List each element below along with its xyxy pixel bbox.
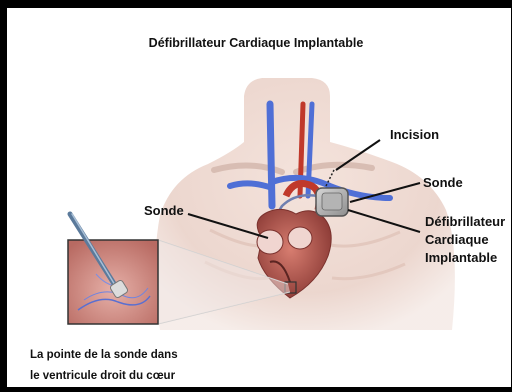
- label-sonde-left: Sonde: [144, 203, 184, 219]
- label-defibrillator-line1: Défibrillateur: [425, 213, 505, 231]
- caption-line2: le ventricule droit du cœur: [30, 366, 178, 387]
- label-defibrillator-line2: Cardiaque: [425, 231, 505, 249]
- inset-caption: La pointe de la sonde dans le ventricule…: [30, 345, 178, 387]
- defibrillator-device: [316, 188, 348, 216]
- inset-zoom: [68, 214, 158, 324]
- label-defibrillator: Défibrillateur Cardiaque Implantable: [425, 213, 505, 267]
- caption-line1: La pointe de la sonde dans: [30, 345, 178, 366]
- label-defibrillator-line3: Implantable: [425, 249, 505, 267]
- label-incision: Incision: [390, 127, 439, 143]
- label-sonde-right: Sonde: [423, 175, 463, 191]
